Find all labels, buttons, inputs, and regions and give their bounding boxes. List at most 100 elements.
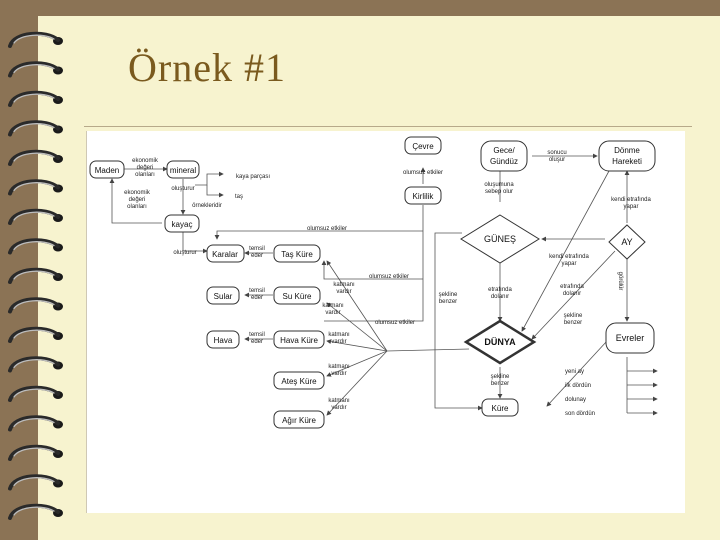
binding-ring	[8, 503, 63, 520]
label-tas: taş	[235, 194, 243, 200]
node-gece-gunduz-box	[480, 140, 528, 172]
node-ates-kure: Ateş Küre	[281, 377, 317, 386]
label-eder-3: eder	[251, 339, 263, 345]
node-gece-gunduz-line1: Gece/	[493, 146, 515, 155]
edge-kayac-karalar	[182, 232, 208, 254]
label-katmani-2b: vardır	[325, 310, 340, 316]
node-mineral-box	[166, 160, 200, 179]
edge-core-hava	[326, 339, 388, 352]
edge-dunya-donme	[521, 170, 610, 332]
binding-ring	[8, 297, 63, 314]
node-gunes-diamond	[460, 214, 540, 264]
binding-ring	[8, 149, 63, 166]
node-su-kure: Su Küre	[283, 292, 312, 301]
label-olumsuz-hava: olumsuz etkiler	[375, 320, 415, 326]
node-kirlilik: Kirlilik	[413, 192, 435, 201]
label-ekonomik-1: ekonomik	[132, 158, 159, 164]
phase-yeni-ay: yeni ay	[565, 369, 584, 375]
binding-ring	[8, 208, 63, 225]
node-evreler: Evreler	[616, 333, 645, 343]
node-kure: Küre	[492, 404, 509, 413]
node-agir-kure-box	[273, 410, 325, 429]
label-olanlari-1: olanları	[135, 172, 155, 178]
edge-core-agir	[326, 350, 388, 416]
edge-kirlilik-karalar	[214, 230, 423, 240]
binding-ring	[8, 385, 63, 402]
label-olusturur-1: oluşturur	[171, 186, 194, 192]
label-sekline-2b: benzer	[564, 320, 582, 326]
label-temsil-3: temsil	[249, 332, 265, 338]
label-sekline-3a: şekline	[491, 374, 510, 380]
node-gece-gunduz-line2: Gündüz	[490, 157, 518, 166]
node-hava-box	[206, 330, 240, 349]
slide-title: Örnek #1	[128, 45, 286, 90]
node-ay-diamond	[608, 224, 646, 260]
label-temsil-2: temsil	[249, 288, 265, 294]
label-katmani-5a: katmanı	[328, 398, 350, 404]
label-temsil-1: temsil	[249, 246, 265, 252]
node-cevre-box	[404, 136, 442, 155]
label-etrafinda-2a: etrafında	[560, 284, 584, 290]
label-eder-2: eder	[251, 295, 263, 301]
label-kaya-parcasi: kaya parçası	[236, 174, 270, 180]
binding-ring	[8, 90, 63, 107]
node-su-kure-box	[273, 286, 321, 305]
node-ates-kure-box	[273, 371, 325, 390]
edge-dunya-core	[386, 348, 470, 352]
label-katmani-3a: katmanı	[328, 332, 350, 338]
edge-core-ates	[326, 350, 388, 377]
label-katmani-4a: katmanı	[328, 364, 350, 370]
label-sekline-1b: benzer	[439, 299, 457, 305]
label-olumsuz-tas: olumsuz etkiler	[369, 274, 409, 280]
edge-to-tas	[206, 185, 224, 198]
node-hava-kure-box	[273, 330, 325, 349]
label-sonucu-2: oluşur	[549, 157, 565, 163]
node-agir-kure: Ağır Küre	[282, 416, 316, 425]
label-etrafinda-1b: dolanır	[491, 294, 509, 300]
node-donme-line2: Hareketi	[612, 157, 642, 166]
node-kayac: kayaç	[172, 220, 193, 229]
label-sekline-3b: benzer	[491, 381, 509, 387]
node-karalar-box	[206, 244, 245, 263]
node-ay: AY	[621, 237, 632, 247]
binding-ring	[8, 444, 63, 461]
binding-ring	[8, 61, 63, 78]
label-olusumuna-2: sebep olur	[485, 189, 513, 195]
node-cevre: Çevre	[412, 142, 434, 151]
label-kendi-2b: yapar	[561, 261, 576, 267]
binding-ring	[8, 356, 63, 373]
node-hava: Hava	[214, 336, 233, 345]
concept-map: Maden mineral kayaç Karalar Sular Hava T…	[86, 131, 685, 513]
label-gorulur: görülür	[617, 272, 623, 291]
edge-to-kaya-parcasi	[195, 171, 224, 186]
node-sular-box	[206, 286, 240, 305]
binding-ring	[8, 238, 63, 255]
node-maden: Maden	[95, 166, 119, 175]
binding-ring	[8, 120, 63, 137]
label-ekonomik-2: ekonomik	[124, 190, 151, 196]
edge-ay-kure	[546, 340, 608, 407]
title-divider	[84, 126, 692, 127]
label-etrafinda-1a: etrafında	[488, 287, 512, 293]
label-sekline-2a: şekline	[564, 313, 583, 319]
binding-ring	[8, 326, 63, 343]
node-sular: Sular	[214, 292, 233, 301]
node-dunya-diamond	[463, 319, 537, 365]
label-kendi-1b: yapar	[623, 204, 638, 210]
edge-kirlilik-trunk	[324, 205, 424, 322]
edge-core-su	[326, 302, 388, 352]
label-ornekleridir: örnekleridir	[192, 203, 222, 209]
node-kirlilik-box	[404, 186, 442, 205]
label-sekline-1a: şekline	[439, 292, 458, 298]
label-katmani-1b: vardır	[336, 289, 351, 295]
label-degeri-2: değeri	[129, 197, 146, 203]
node-kayac-box	[164, 214, 200, 233]
phase-ilk-dordun: ilk dördün	[565, 383, 591, 389]
label-eder-1: eder	[251, 253, 263, 259]
edge-gunes-kure	[434, 232, 483, 411]
node-evreler-box	[605, 322, 655, 354]
binding-ring	[8, 31, 63, 48]
node-tas-kure-box	[273, 244, 321, 263]
label-olanlari-2: olanları	[127, 204, 147, 210]
